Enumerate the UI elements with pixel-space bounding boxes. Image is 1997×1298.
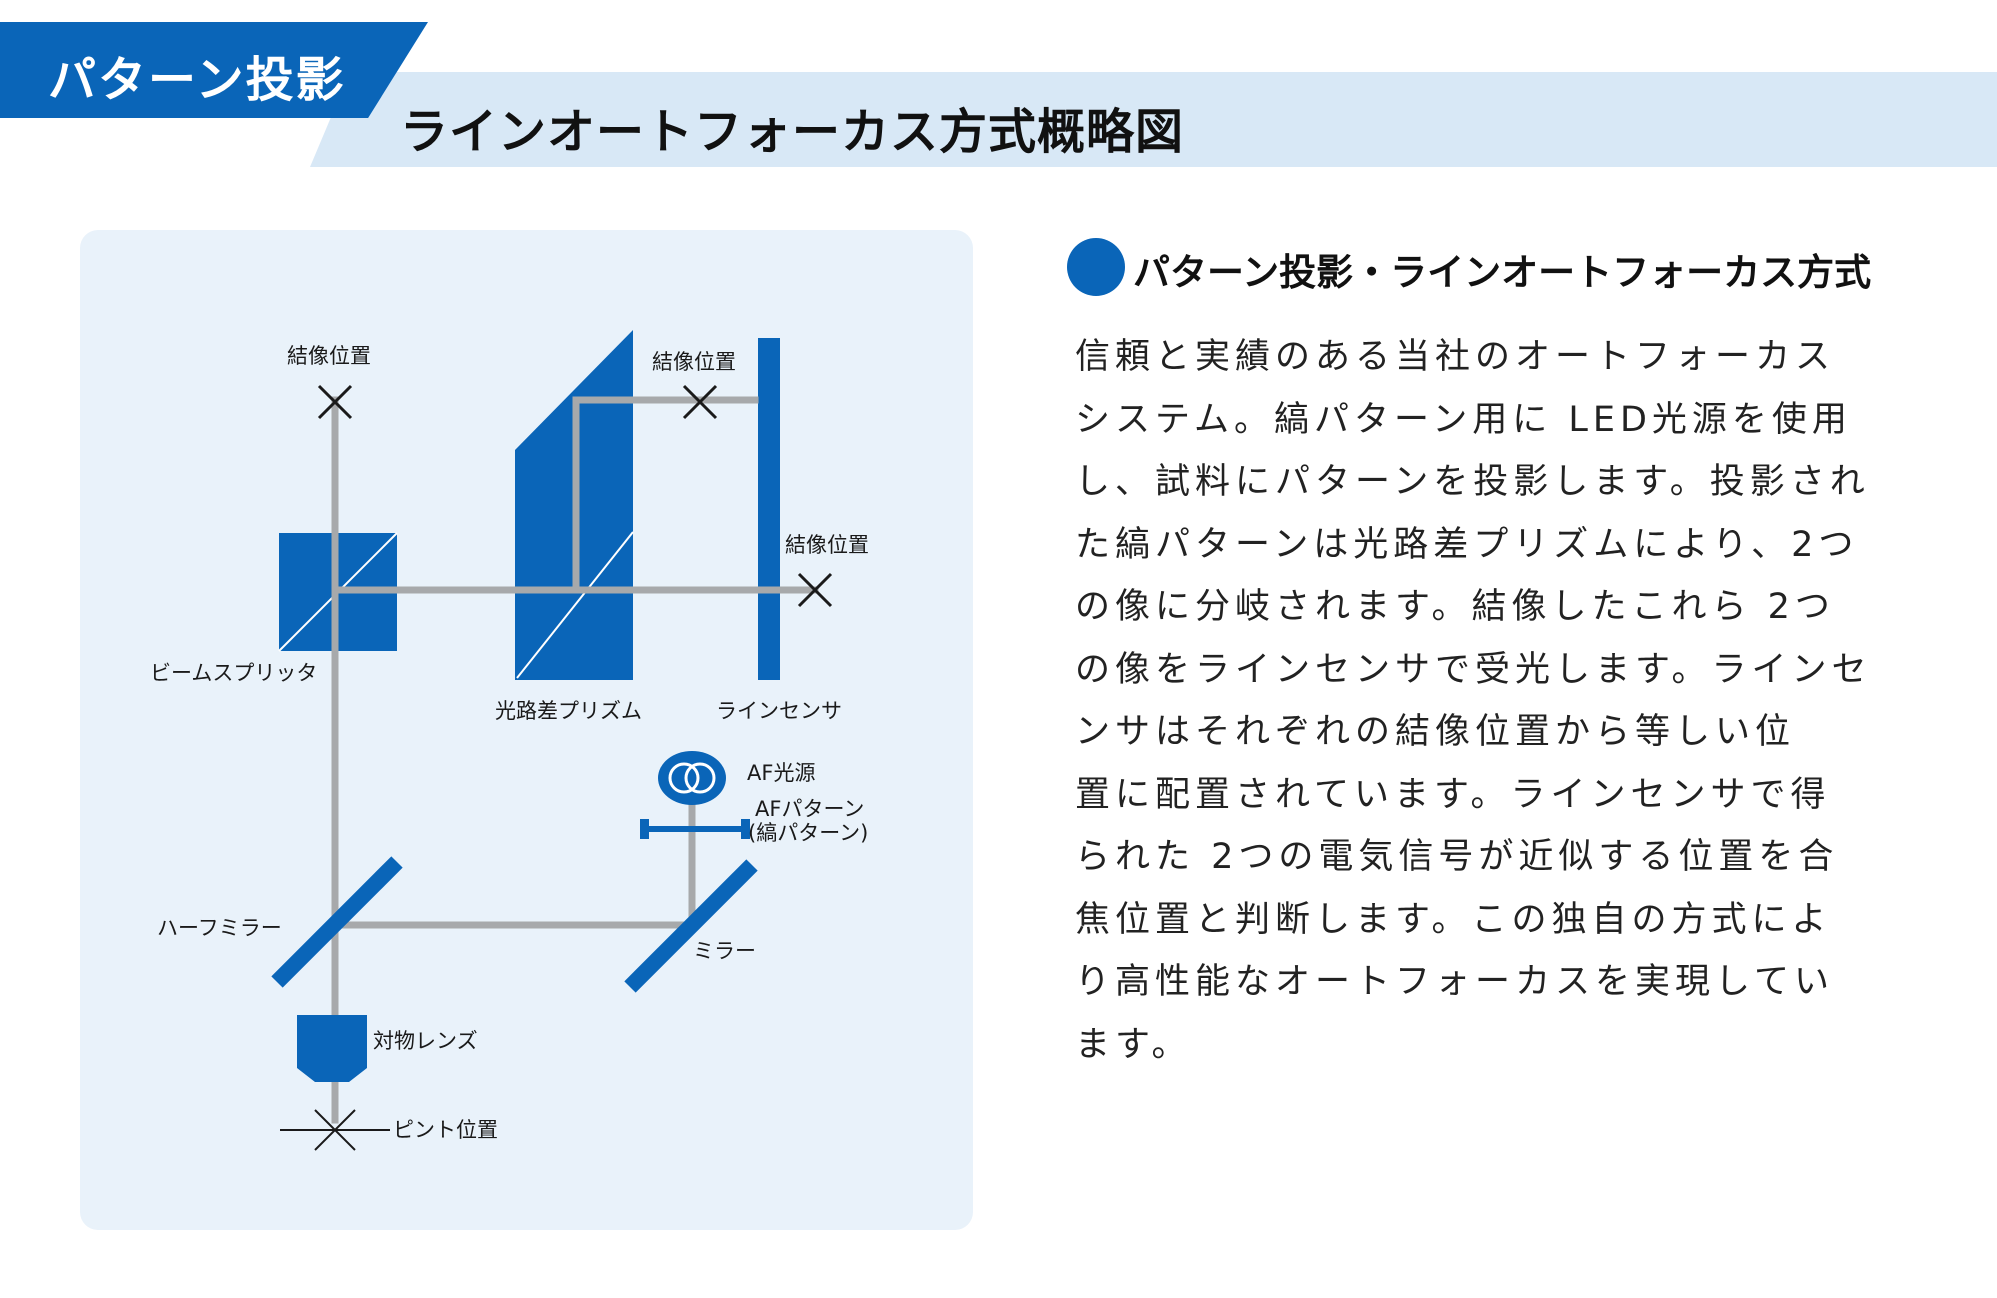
body-line-11: り高性能なオートフォーカスを実現してい (1075, 962, 1834, 1002)
af-light-source-ring-right (684, 762, 716, 794)
page-title: ラインオートフォーカス方式概略図 (400, 104, 1185, 160)
section-title: パターン投影・ラインオートフォーカス方式 (1133, 251, 1872, 294)
label-half-mirror: ハーフミラー (157, 916, 282, 940)
body-line-2: システム。縞パターン用に LED光源を使用 (1075, 399, 1852, 440)
body-line-5: の像に分岐されます。結像したこれら 2つ (1075, 587, 1835, 627)
af-pattern-bar (646, 826, 744, 832)
body-line-12: ます。 (1075, 1024, 1192, 1065)
mirror (624, 859, 758, 993)
objective-lens (297, 1015, 367, 1082)
af-light-source (658, 751, 726, 805)
label-focus-point: ピント位置 (393, 1118, 498, 1142)
body-line-9: られた 2つの電気信号が近似する位置を合 (1075, 837, 1839, 877)
line-sensor-bar (758, 338, 780, 680)
focus-markers (317, 384, 833, 608)
label-objective-lens: 対物レンズ (373, 1029, 478, 1053)
body-line-7: ンサはそれぞれの結像位置から等しい位 (1075, 712, 1796, 752)
body-line-8: 置に配置されています。ラインセンサで得 (1075, 774, 1831, 815)
label-af-pattern-line1: AFパターン (755, 797, 864, 821)
beam-to-sensor-top (572, 396, 759, 594)
body-line-1: 信頼と実績のある当社のオートフォーカス (1075, 337, 1836, 377)
header-tag (0, 22, 428, 118)
label-af-source: AF光源 (747, 761, 815, 785)
label-mirror: ミラー (693, 939, 756, 963)
af-light-source-ring-left (668, 762, 700, 794)
optical-diagram: 結像位置 結像位置 結像位置 ビームスプリッタ 光路差プリズム ラインセンサ A… (150, 330, 869, 1151)
label-beam-splitter: ビームスプリッタ (150, 661, 317, 685)
beam-paths (331, 396, 819, 1124)
focus-point-marker (314, 1109, 356, 1151)
beam-horizontal-lower (331, 786, 696, 929)
label-line-sensor: ラインセンサ (716, 699, 842, 723)
af-pattern-end-left (640, 819, 649, 839)
section-bullet-icon (1067, 238, 1125, 296)
body-line-4: た縞パターンは光路差プリズムにより、2つ (1075, 524, 1859, 565)
prism-diagonal (516, 531, 634, 679)
label-focus-right: 結像位置 (785, 533, 869, 557)
label-af-pattern-line2: (縞パターン) (748, 821, 868, 845)
label-prism: 光路差プリズム (495, 699, 642, 723)
focus-marker-right (797, 572, 833, 608)
focus-marker-left (317, 384, 353, 420)
header-band (310, 72, 1997, 167)
section-body: 信頼と実績のある当社のオートフォーカス システム。縞パターン用に LED光源を使… (1075, 326, 1875, 1076)
diagram-panel: 結像位置 結像位置 結像位置 ビームスプリッタ 光路差プリズム ラインセンサ A… (80, 230, 973, 1230)
body-line-10: 焦位置と判断します。この独自の方式によ (1075, 899, 1832, 940)
label-focus-left: 結像位置 (287, 344, 371, 368)
header-tag-label: パターン投影 (48, 52, 346, 108)
af-pattern-end-right (741, 819, 750, 839)
label-focus-top: 結像位置 (652, 350, 736, 374)
body-line-3: し、試料にパターンを投影します。投影され (1075, 462, 1870, 502)
focus-marker-top (682, 384, 718, 420)
body-line-6: の像をラインセンサで受光します。ラインセ (1075, 649, 1872, 690)
half-mirror (271, 856, 403, 988)
